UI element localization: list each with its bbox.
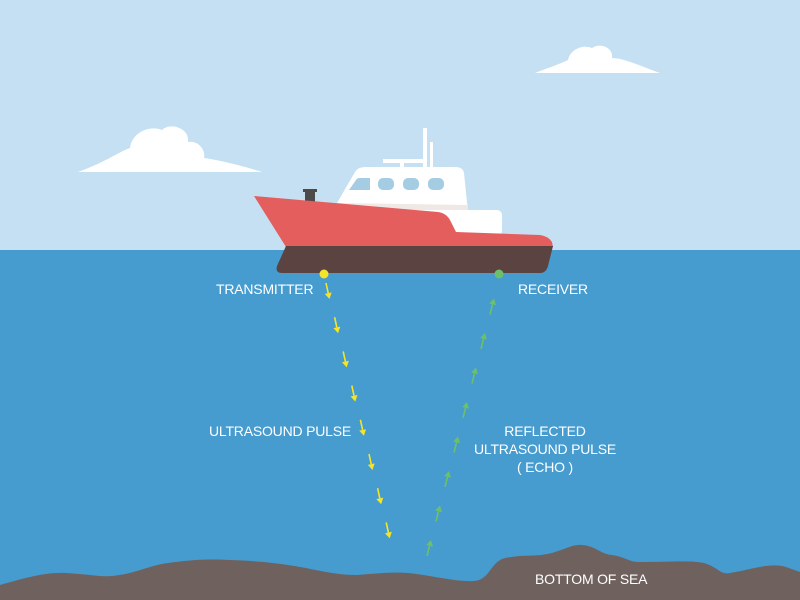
echo-arrow-up-icon xyxy=(480,333,487,350)
pulse-arrow-down-icon xyxy=(384,522,392,539)
transmitter-label: TRANSMITTER xyxy=(216,281,314,297)
echo-arrows xyxy=(426,298,496,557)
cloud-left xyxy=(78,126,262,172)
window-icon xyxy=(349,178,370,190)
seabed-label: BOTTOM OF SEA xyxy=(535,571,648,587)
chimney xyxy=(305,190,315,203)
echo-label: REFLECTED ULTRASOUND PULSE ( ECHO ) xyxy=(470,422,620,476)
echo-arrow-up-icon xyxy=(471,367,478,384)
receiver-label: RECEIVER xyxy=(518,281,588,297)
window-icon xyxy=(403,178,419,190)
pulse-arrow-down-icon xyxy=(333,317,341,334)
boat xyxy=(254,128,553,273)
receiver-dot xyxy=(494,269,504,279)
echo-arrow-up-icon xyxy=(462,402,469,419)
transmitter-dot xyxy=(319,269,329,279)
sea xyxy=(0,250,800,600)
window-icon xyxy=(378,178,394,190)
hull-red xyxy=(254,196,553,247)
echo-label-line-1: REFLECTED xyxy=(504,423,586,439)
pulse-arrow-down-icon xyxy=(359,419,367,436)
window-icon xyxy=(428,178,444,190)
echo-label-line-2: ULTRASOUND PULSE xyxy=(473,441,617,457)
pulse-arrow-down-icon xyxy=(367,453,375,470)
echo-arrow-up-icon xyxy=(453,436,460,453)
seabed xyxy=(0,544,800,600)
hull-bottom xyxy=(276,246,553,273)
pulse-arrow-down-icon xyxy=(376,488,384,505)
echo-arrow-up-icon xyxy=(426,540,433,557)
echo-arrow-up-icon xyxy=(444,471,451,488)
cloud-right xyxy=(535,45,660,73)
pulse-arrow-down-icon xyxy=(350,385,358,402)
echo-arrow-up-icon xyxy=(489,298,496,315)
echo-arrow-up-icon xyxy=(435,505,442,522)
echo-label-line-3: ( ECHO ) xyxy=(517,459,573,475)
pulse-arrow-down-icon xyxy=(324,282,332,299)
ultrasound-pulse-label: ULTRASOUND PULSE xyxy=(209,423,352,439)
ultrasound-pulse-arrows xyxy=(324,282,392,539)
pulse-arrow-down-icon xyxy=(341,351,349,368)
